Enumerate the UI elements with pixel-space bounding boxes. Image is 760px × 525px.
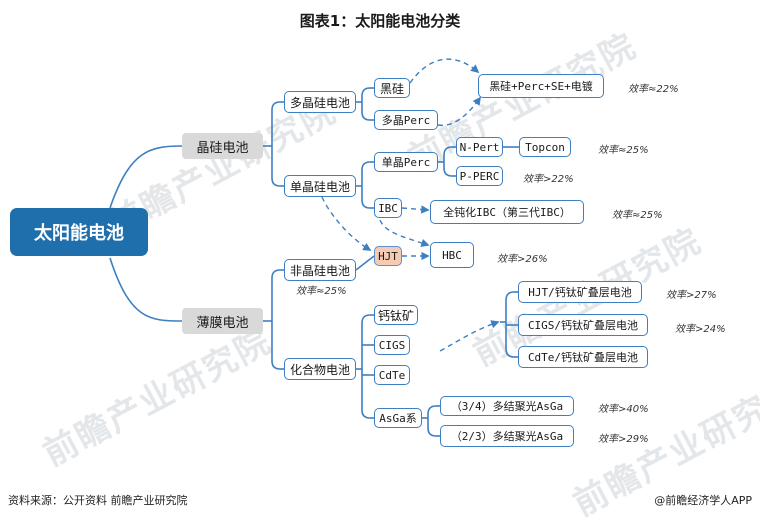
efficiency-label: 效率≈25% — [598, 145, 649, 156]
page-title: 图表1：太阳能电池分类 — [299, 12, 461, 30]
node-topcon: Topcon — [519, 137, 571, 157]
efficiency-label: 效率≈22% — [628, 84, 679, 95]
category-crystalline-si: 晶硅电池 — [182, 133, 263, 159]
node-n-pert: N-Pert — [456, 137, 503, 157]
node-asga-2-3: （2/3）多结聚光AsGa — [440, 425, 574, 447]
category-thin-film: 薄膜电池 — [182, 308, 263, 334]
node-cigs-perovskite: CIGS/钙钛矿叠层电池 — [518, 314, 648, 336]
node-cdte: CdTe — [374, 365, 410, 385]
brand-label: @前瞻经济学人APP — [654, 494, 752, 507]
root-node-solar-cells: 太阳能电池 — [10, 208, 148, 256]
source-note: 资料来源：公开资料 前瞻产业研究院 — [8, 494, 188, 507]
node-hjt-perovskite: HJT/钙钛矿叠层电池 — [518, 281, 642, 303]
node-asga: AsGa系 — [374, 408, 422, 428]
node-full-passivation-ibc: 全钝化IBC（第三代IBC） — [430, 200, 584, 224]
node-mono-perc: 单晶Perc — [374, 152, 438, 172]
node-black-si-result: 黑硅+Perc+SE+电镀 — [478, 74, 604, 98]
node-hjt: HJT — [374, 246, 402, 266]
efficiency-label: 效率>24% — [675, 324, 726, 335]
node-hbc: HBC — [430, 242, 474, 268]
node-p-perc: P-PERC — [456, 166, 503, 186]
node-asga-3-4: （3/4）多结聚光AsGa — [440, 396, 574, 416]
node-ibc: IBC — [374, 198, 402, 218]
node-cigs: CIGS — [374, 335, 410, 355]
node-poly-si: 多晶硅电池 — [284, 91, 356, 113]
node-poly-perc: 多晶Perc — [374, 110, 438, 130]
efficiency-label: 效率>40% — [598, 404, 649, 415]
node-black-si: 黑硅 — [374, 78, 410, 98]
node-cdte-perovskite: CdTe/钙钛矿叠层电池 — [518, 346, 648, 368]
efficiency-label: 效率≈25% — [296, 286, 347, 297]
efficiency-label: 效率>22% — [523, 174, 574, 185]
node-perovskite: 钙钛矿 — [374, 305, 418, 325]
efficiency-label: 效率≈25% — [612, 210, 663, 221]
node-amorphous-si: 非晶硅电池 — [284, 259, 356, 281]
efficiency-label: 效率>27% — [666, 290, 717, 301]
node-compound: 化合物电池 — [284, 358, 356, 380]
node-mono-si: 单晶硅电池 — [284, 175, 356, 197]
efficiency-label: 效率>29% — [598, 434, 649, 445]
efficiency-label: 效率>26% — [497, 254, 548, 265]
